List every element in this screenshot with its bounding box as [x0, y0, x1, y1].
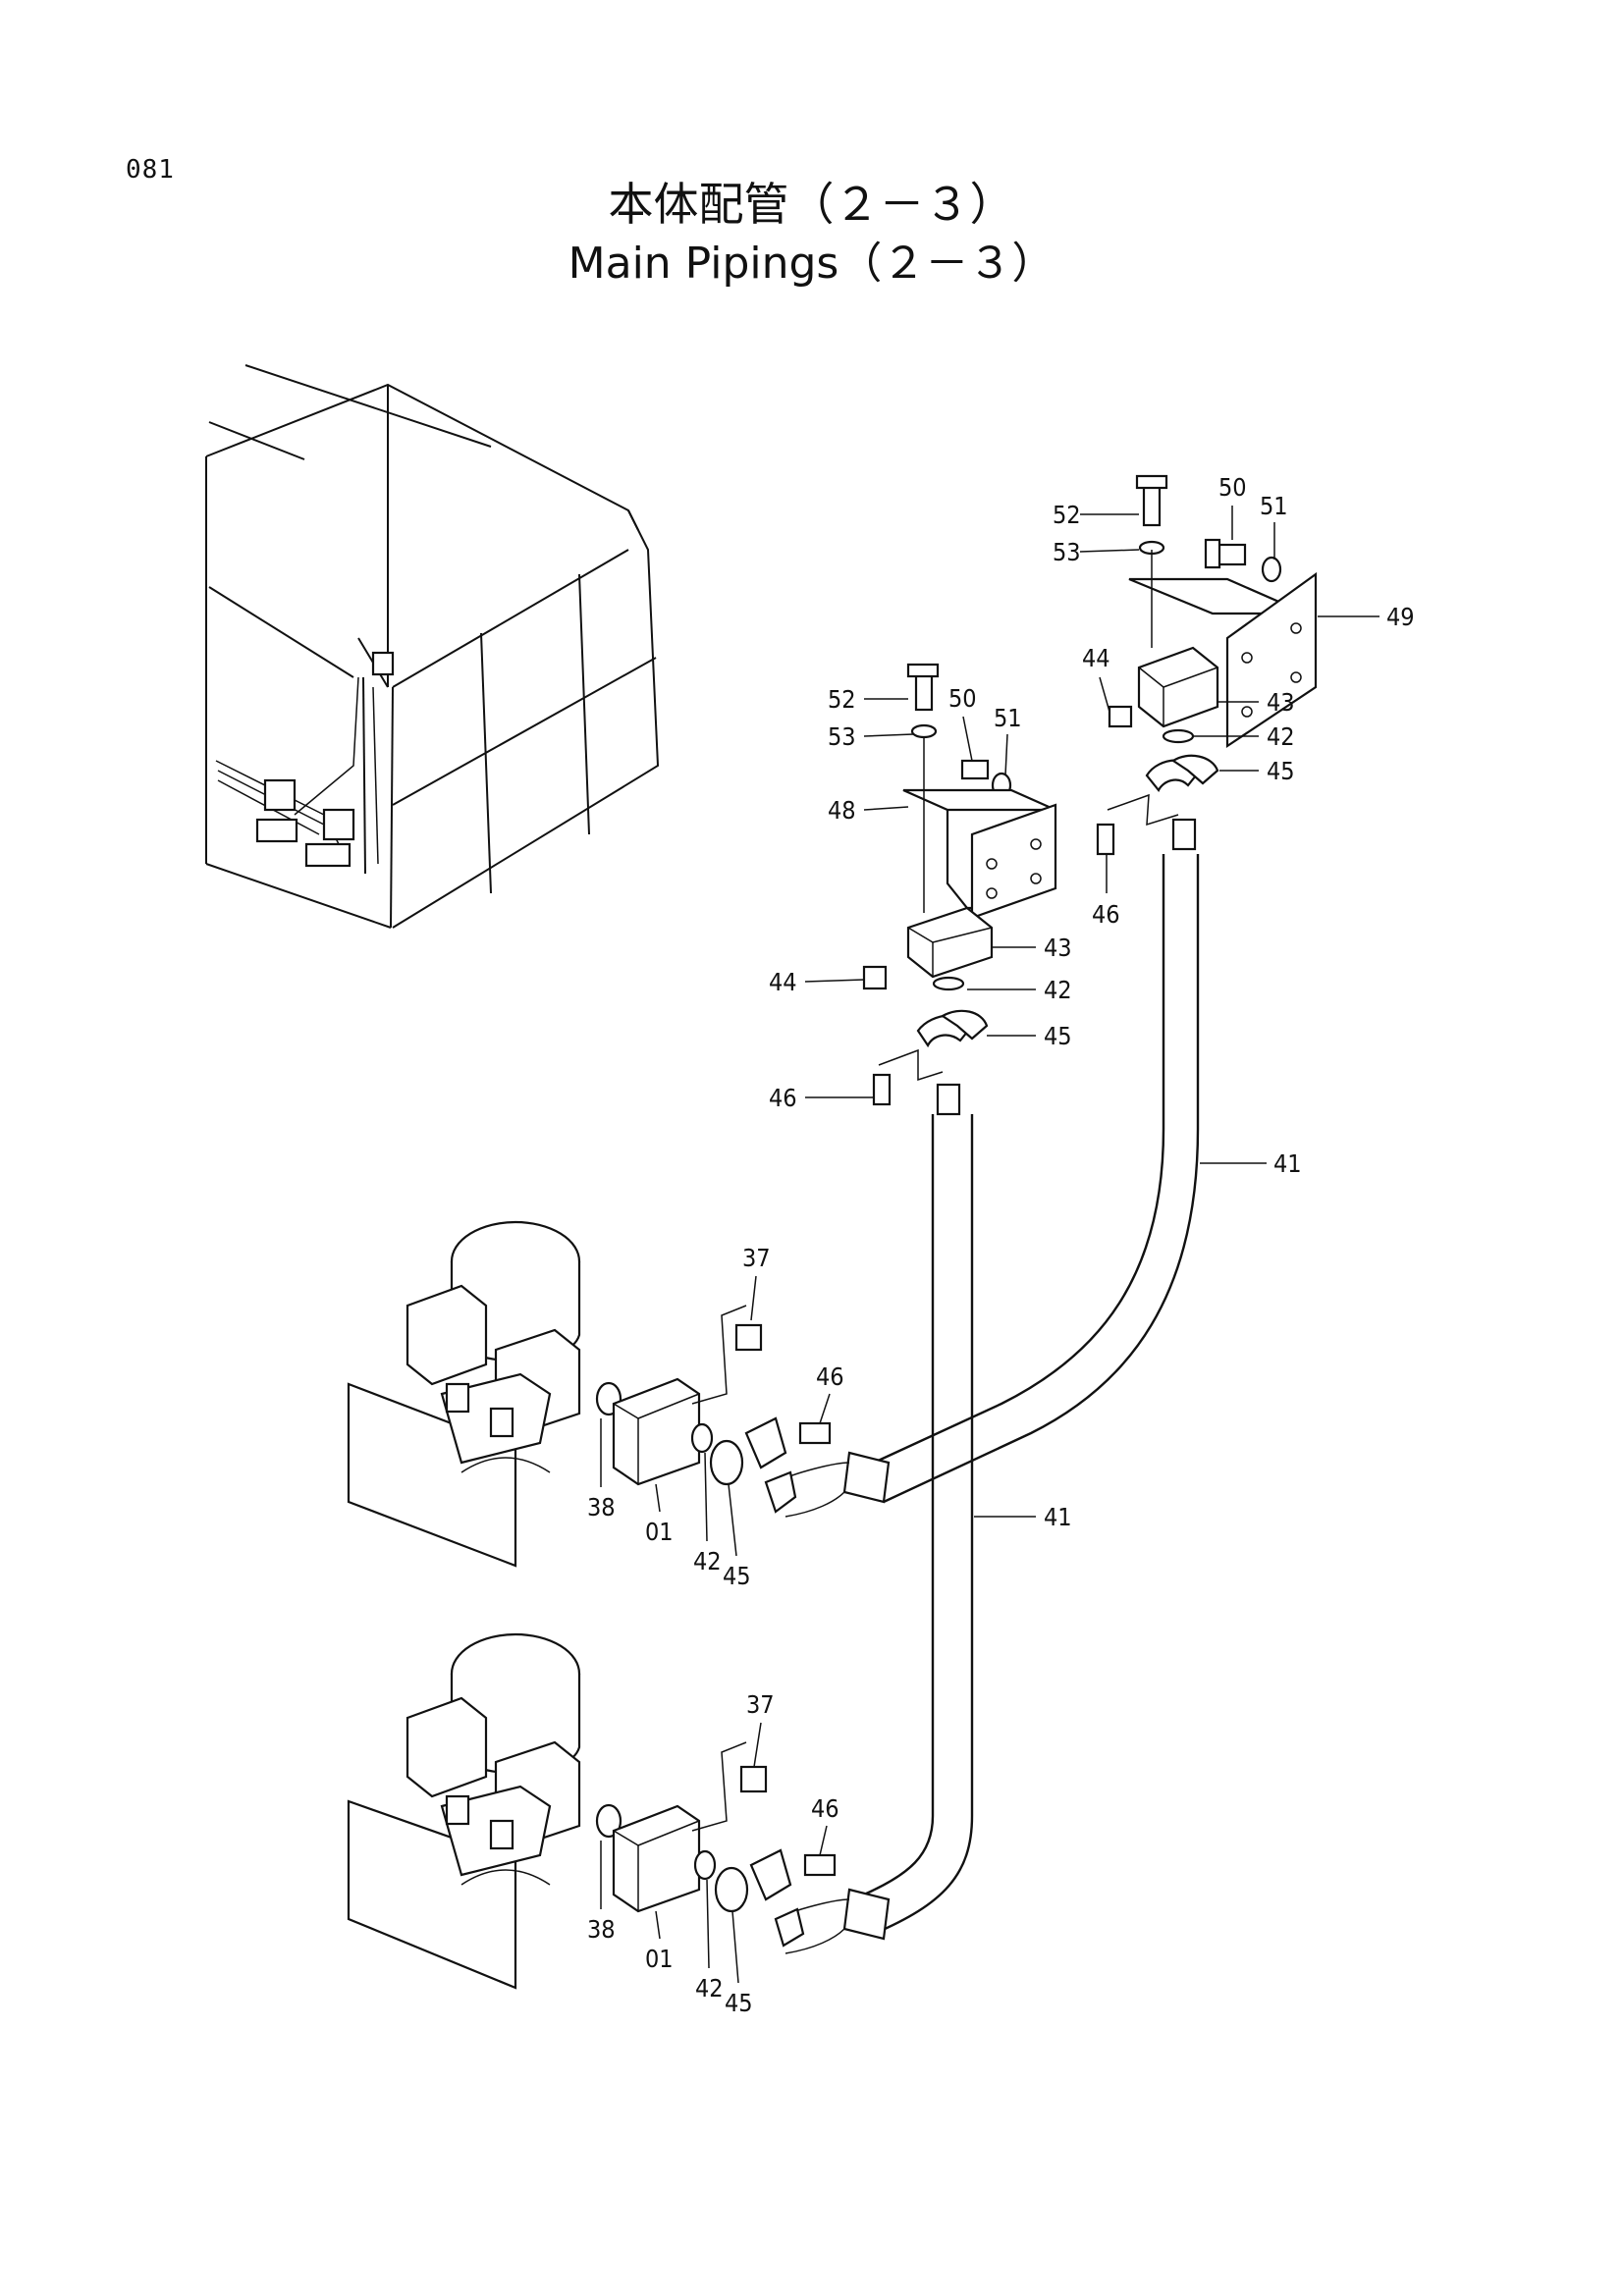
part-label-38-upper: 38: [587, 1493, 616, 1522]
part-label-42-middle: 42: [1044, 976, 1072, 1004]
machine-body-illustration: [205, 364, 660, 929]
part-label-45-middle: 45: [1044, 1022, 1072, 1050]
part-label-01-upper: 01: [645, 1518, 674, 1546]
hoses: [775, 854, 1200, 1954]
part-label-43-upper: 43: [1267, 688, 1295, 717]
part-label-51-upper: 51: [1260, 492, 1288, 520]
part-label-42-pump-upper: 42: [693, 1547, 722, 1575]
part-label-46-pump-lower: 46: [811, 1794, 839, 1823]
part-label-45-pump-upper: 45: [723, 1562, 751, 1590]
part-label-46-pump-upper: 46: [816, 1362, 844, 1391]
part-label-53-middle: 53: [828, 722, 856, 751]
part-label-44-middle: 44: [769, 968, 797, 996]
page-title-english: Main Pipings（２－３）: [568, 239, 1055, 289]
part-label-50-upper: 50: [1218, 473, 1247, 502]
part-label-52-upper: 52: [1053, 501, 1081, 529]
part-labels: 52 53 50 51 49 44 43 42 45 46 52 53 50 5…: [587, 473, 1415, 2017]
part-label-37-upper: 37: [742, 1244, 771, 1272]
part-label-44-upper: 44: [1082, 644, 1110, 672]
part-label-45-pump-lower: 45: [725, 1989, 753, 2017]
part-label-38-lower: 38: [587, 1915, 616, 1944]
part-label-42-pump-lower: 42: [695, 1974, 724, 2002]
part-label-45-upper: 45: [1267, 757, 1295, 785]
part-label-42-upper: 42: [1267, 722, 1295, 751]
page-title-japanese: 本体配管（２－３）: [608, 178, 1015, 231]
part-label-46-middle: 46: [769, 1084, 797, 1112]
part-label-48: 48: [828, 796, 856, 825]
pump-assembly-upper: [347, 1220, 832, 1568]
part-label-51-middle: 51: [994, 704, 1022, 732]
part-label-46-upper: 46: [1092, 900, 1120, 929]
pump-assembly-lower: [347, 1632, 837, 1990]
part-label-49: 49: [1386, 603, 1415, 631]
part-label-50-middle: 50: [948, 684, 977, 713]
part-label-41-left: 41: [1044, 1503, 1072, 1531]
part-label-41-right: 41: [1273, 1149, 1302, 1178]
part-label-52-middle: 52: [828, 685, 856, 714]
part-label-01-lower: 01: [645, 1945, 674, 1973]
part-label-43-middle: 43: [1044, 934, 1072, 962]
page-number: 081: [126, 155, 175, 185]
part-label-37-lower: 37: [746, 1690, 775, 1719]
bracket-assembly-middle: [862, 663, 1057, 1116]
bracket-assembly-upper: [1096, 474, 1318, 856]
part-label-53-upper: 53: [1053, 538, 1081, 566]
leader-lines: [600, 506, 1380, 1984]
